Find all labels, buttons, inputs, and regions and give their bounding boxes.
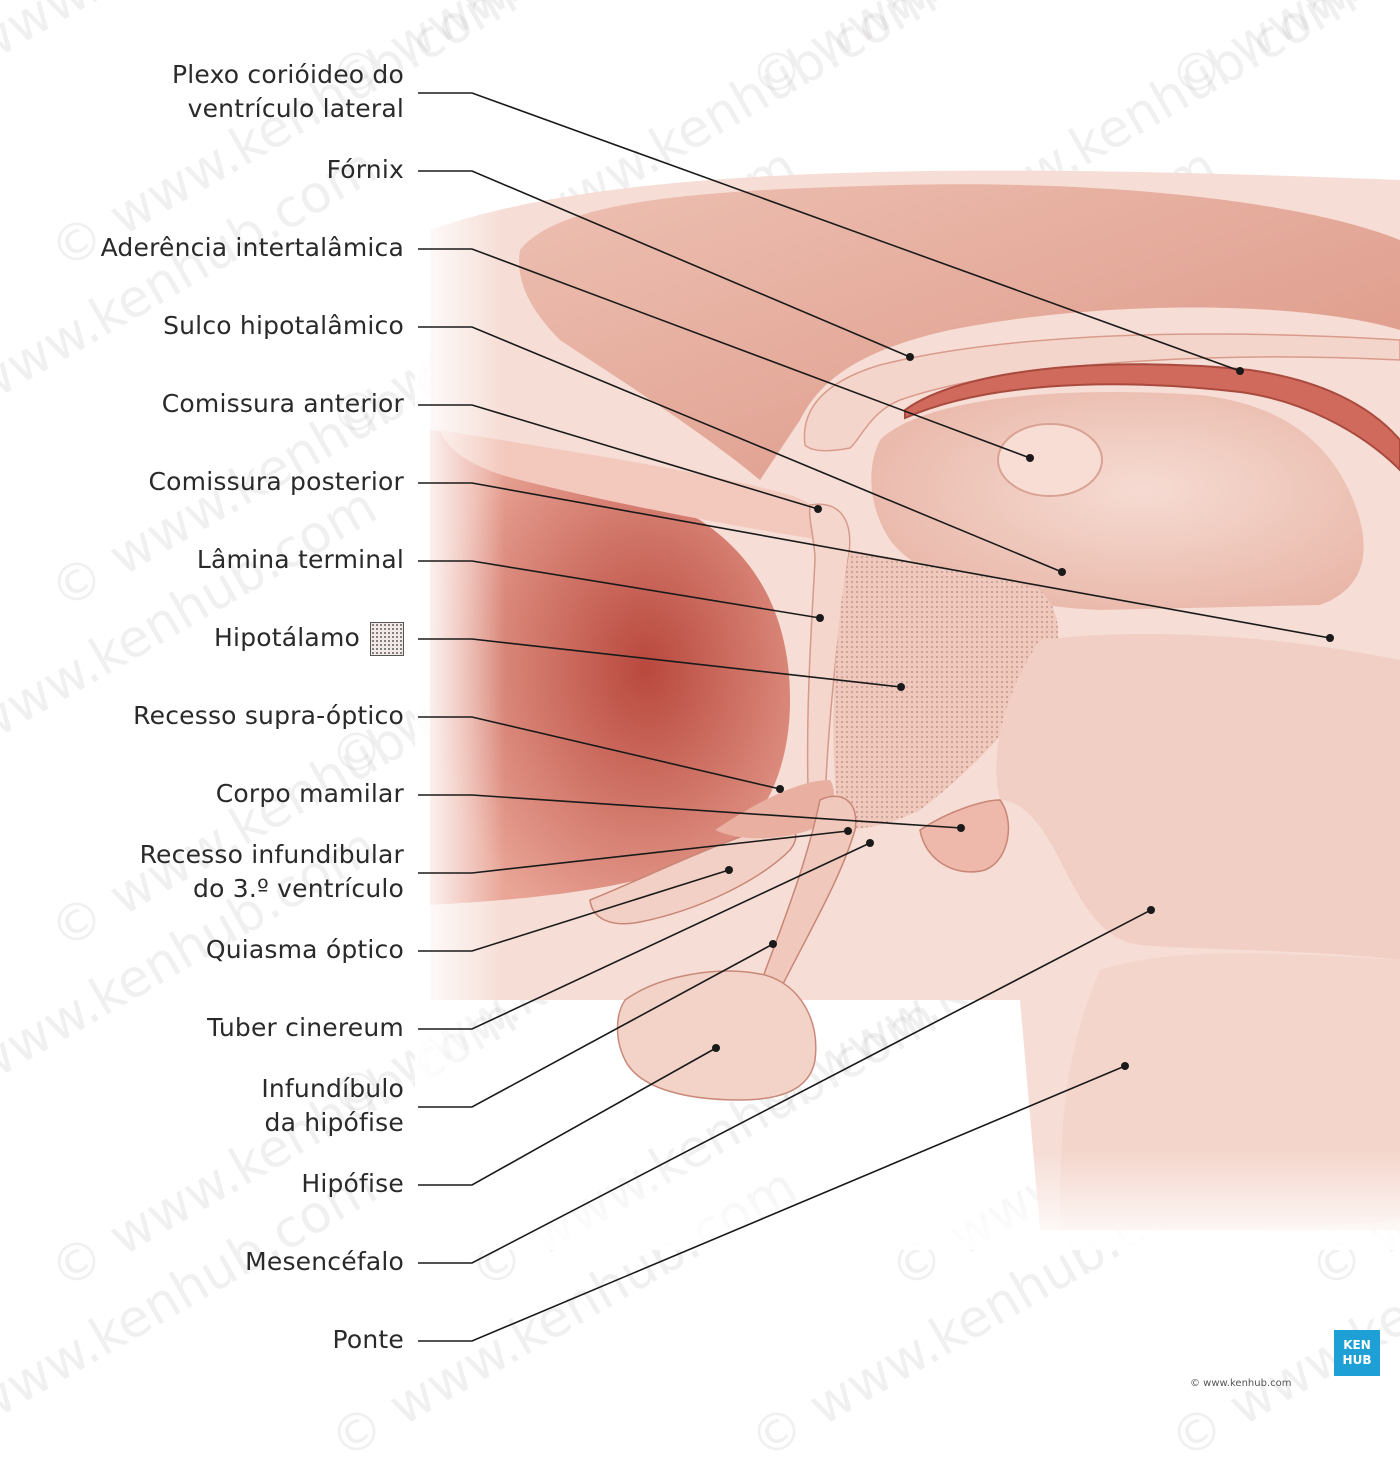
leader-line-quiasma xyxy=(418,869,730,952)
label-quiasma: Quiasma óptico xyxy=(205,935,404,964)
leader-line-corpo-mamilar xyxy=(418,794,962,829)
leader-dot-mesencefalo xyxy=(1147,906,1155,914)
corpus-callosum-shape xyxy=(519,184,1400,480)
thalamus-body xyxy=(871,392,1364,610)
infundibulum-shape xyxy=(759,795,857,991)
label-comissura-posterior: Comissura posterior xyxy=(148,467,404,496)
leader-dot-fornix xyxy=(906,353,914,361)
leader-dot-recesso-supra xyxy=(776,785,784,793)
label-infundibulo-line2: da hipófise xyxy=(264,1108,404,1137)
anatomy-illustration xyxy=(415,92,1400,1342)
leader-line-comissura-posterior xyxy=(418,482,1331,639)
label-recesso-supra: Recesso supra-óptico xyxy=(133,701,404,730)
optic-chiasm-shape xyxy=(589,825,797,925)
leader-dot-tuber xyxy=(866,839,874,847)
leader-dot-sulco xyxy=(1058,568,1066,576)
leader-dot-comissura-anterior xyxy=(814,505,822,513)
label-hipofise: Hipófise xyxy=(301,1169,404,1198)
leader-dot-ponte xyxy=(1121,1062,1129,1070)
ventricle-cavity xyxy=(430,430,790,905)
label-infundibulo: Infundíbulo da hipófise xyxy=(261,1072,404,1140)
leader-line-plexo xyxy=(418,92,1241,372)
label-recesso-infund-line1: Recesso infundibular xyxy=(139,840,404,869)
label-sulco: Sulco hipotalâmico xyxy=(163,311,404,340)
label-comissura-anterior: Comissura anterior xyxy=(161,389,404,418)
leader-dot-comissura-posterior xyxy=(1326,634,1334,642)
hypothalamus-legend-swatch xyxy=(370,622,404,656)
label-plexo: Plexo corióideo do ventrículo lateral xyxy=(172,58,404,126)
anterior-commissure-band xyxy=(440,430,824,540)
label-recesso-infund-line2: do 3.º ventrículo xyxy=(193,874,404,903)
choroid-plexus-shape xyxy=(904,363,1400,472)
label-aderencia: Aderência intertalâmica xyxy=(100,233,404,262)
fornix-shape xyxy=(803,333,1400,452)
leader-dot-lamina xyxy=(816,614,824,622)
leader-line-hipofise xyxy=(418,1047,717,1186)
label-mesencefalo: Mesencéfalo xyxy=(245,1247,404,1276)
leader-dot-corpo-mamilar xyxy=(957,824,965,832)
interthalamic-adhesion-shape xyxy=(997,423,1103,497)
hypothalamus-dots xyxy=(833,550,1059,830)
leader-dot-quiasma xyxy=(725,866,733,874)
leader-dot-plexo xyxy=(1236,367,1244,375)
leader-dot-recesso-infund xyxy=(844,827,852,835)
label-ponte: Ponte xyxy=(332,1325,404,1354)
midbrain-shape xyxy=(996,634,1400,960)
label-hipotalamo: Hipotálamo xyxy=(214,621,404,656)
leader-line-fornix xyxy=(418,170,911,358)
leader-line-sulco xyxy=(418,326,1063,573)
leader-dot-aderencia xyxy=(1026,454,1034,462)
leader-line-recesso-infund xyxy=(418,830,849,874)
label-infundibulo-line1: Infundíbulo xyxy=(261,1074,404,1103)
label-plexo-line1: Plexo corióideo do xyxy=(172,60,404,89)
label-recesso-infund: Recesso infundibular do 3.º ventrículo xyxy=(140,838,404,906)
leader-line-hipotalamo xyxy=(418,638,902,688)
leader-line-lamina xyxy=(418,560,821,619)
label-hipotalamo-text: Hipotálamo xyxy=(214,623,360,652)
label-corpo-mamilar: Corpo mamilar xyxy=(215,779,404,808)
leader-line-recesso-supra xyxy=(418,716,781,790)
leader-line-infundibulo xyxy=(418,943,774,1108)
leader-line-mesencefalo xyxy=(418,909,1152,1264)
supraoptic-recess-shape xyxy=(715,780,834,839)
label-tuber: Tuber cinereum xyxy=(207,1013,404,1042)
leader-line-tuber xyxy=(418,842,871,1030)
mammillary-body-shape xyxy=(919,799,1010,873)
leader-dots xyxy=(712,353,1334,1070)
leader-lines xyxy=(418,92,1331,1342)
logo-line1: KEN xyxy=(1343,1338,1371,1352)
leader-dot-infundibulo xyxy=(769,940,777,948)
leader-line-aderencia xyxy=(418,248,1031,459)
copyright-text: © www.kenhub.com xyxy=(1190,1378,1292,1389)
leader-line-comissura-anterior xyxy=(418,404,819,510)
logo-line2: HUB xyxy=(1342,1353,1372,1367)
leader-line-ponte xyxy=(418,1065,1126,1342)
label-plexo-line2: ventrículo lateral xyxy=(187,94,404,123)
kenhub-logo: KEN HUB xyxy=(1334,1330,1380,1376)
hypophysis-shape xyxy=(616,970,817,1101)
leader-dot-hipofise xyxy=(712,1044,720,1052)
label-lamina: Lâmina terminal xyxy=(196,545,404,574)
label-fornix: Fórnix xyxy=(326,155,404,184)
leader-dot-hipotalamo xyxy=(897,683,905,691)
